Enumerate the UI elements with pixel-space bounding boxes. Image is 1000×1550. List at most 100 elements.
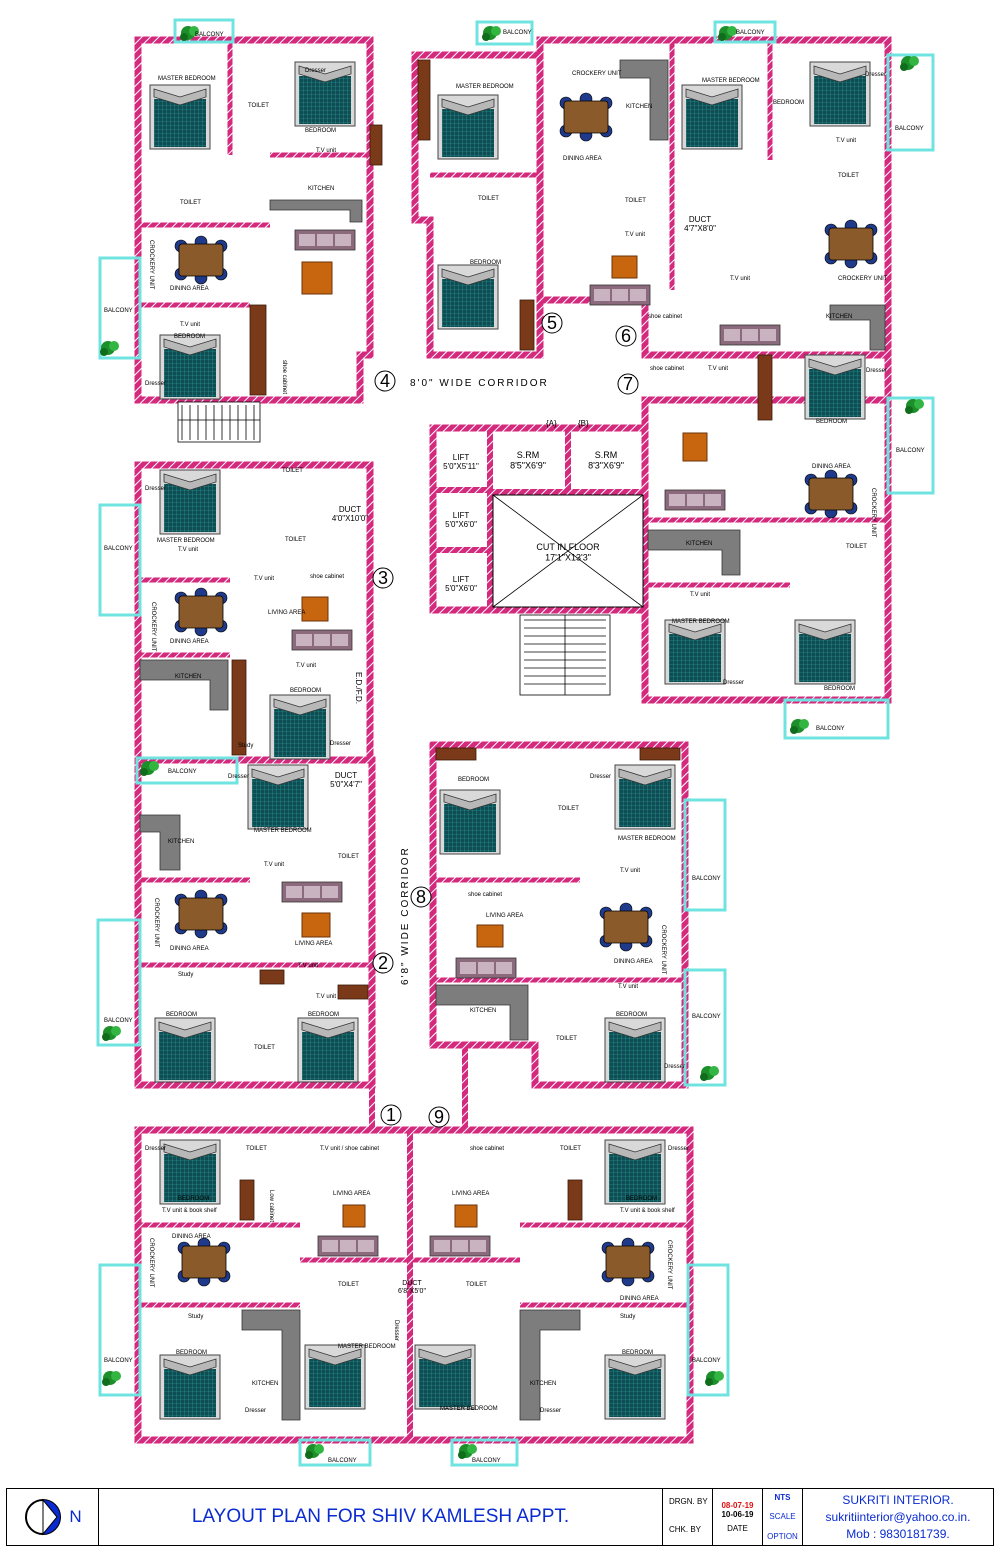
title-block: N LAYOUT PLAN FOR SHIV KAMLESH APPT. DRG…	[6, 1488, 994, 1546]
north-cell: N	[7, 1489, 99, 1545]
label-bedroom: BEDROOM	[178, 1196, 209, 1202]
label-toilet: TOILET	[180, 200, 201, 206]
label-tv-unit: T.V unit	[296, 663, 316, 669]
drgn-by-label: DRGN. BY	[669, 1497, 708, 1506]
label-kitchen: KITCHEN	[826, 314, 852, 320]
svg-text:6: 6	[621, 326, 631, 346]
svg-text:9: 9	[434, 1107, 444, 1127]
label-master-bedroom: MASTER BEDROOM	[672, 619, 730, 625]
firm-cell: SUKRITI INTERIOR. sukritiinterior@yahoo.…	[803, 1489, 993, 1545]
label-crockery-unit: CROCKERY UNIT	[660, 925, 666, 975]
label-toilet: TOILET	[248, 103, 269, 109]
label-living-area: LIVING AREA	[295, 941, 332, 947]
label-tv-unit: T.V unit	[625, 232, 645, 238]
firm-email[interactable]: sukritiinterior@yahoo.co.in.	[825, 1510, 971, 1524]
label-shoe-cabinet: shoe cabinet	[650, 366, 684, 372]
label-toilet: TOILET	[560, 1146, 581, 1152]
label-tv-unit: T.V unit	[316, 994, 336, 1000]
label-balcony: BALCONY	[104, 308, 133, 314]
label-balcony: BALCONY	[895, 126, 924, 132]
svg-text:2: 2	[378, 953, 388, 973]
label-balcony: BALCONY	[503, 30, 532, 36]
label-dresser: Dresser	[245, 1408, 266, 1414]
label-kitchen: KITCHEN	[470, 1008, 496, 1014]
floor-plan: BALCONY MASTER BEDROOM BEDROOM TOILET Dr…	[96, 18, 935, 1467]
label-toilet: TOILET	[254, 1045, 275, 1051]
label-crockery-unit: CROCKERY UNIT	[666, 1240, 672, 1290]
label-balcony: BALCONY	[692, 1358, 721, 1364]
label-kitchen: KITCHEN	[252, 1381, 278, 1387]
coffee-tables	[301, 255, 708, 1228]
date-2: 10-06-19	[721, 1510, 754, 1519]
label-toilet: TOILET	[478, 196, 499, 202]
label-tv-unit: T.V unit	[298, 963, 318, 969]
tag-a: {A}	[546, 419, 557, 428]
drgn-cell: DRGN. BY CHK. BY	[663, 1489, 713, 1545]
label-living-area: LIVING AREA	[268, 610, 305, 616]
label-dresser: Dresser	[664, 1064, 685, 1070]
label-dresser: Dresser	[228, 774, 249, 780]
label-balcony: BALCONY	[104, 1018, 133, 1024]
label-dresser: Dresser	[865, 72, 886, 78]
label-shoe-cabinet: shoe cabinet	[470, 1146, 504, 1152]
label-bedroom: BEDROOM	[773, 100, 804, 106]
label-master-bedroom: MASTER BEDROOM	[254, 828, 312, 834]
date-1: 08-07-19	[721, 1501, 754, 1510]
label-bedroom: BEDROOM	[816, 419, 847, 425]
stairs	[177, 401, 611, 696]
label-tv-unit: T.V unit	[316, 148, 336, 154]
label-toilet: TOILET	[558, 806, 579, 812]
label-master-bedroom: MASTER BEDROOM	[618, 836, 676, 842]
north-label: N	[69, 1507, 82, 1526]
walls	[134, 36, 892, 1444]
label-master-bedroom: MASTER BEDROOM	[702, 78, 760, 84]
label-dresser: Dresser	[145, 1146, 166, 1152]
label-balcony: BALCONY	[168, 769, 197, 775]
label-shoe-cabinet: shoe cabinet	[648, 314, 682, 320]
date-label: DATE	[727, 1524, 748, 1533]
label-kitchen: KITCHEN	[168, 839, 194, 845]
label-tv-unit: T.V unit	[836, 138, 856, 144]
label-toilet: TOILET	[338, 854, 359, 860]
label-tv-unit: T.V unit	[708, 366, 728, 372]
label-balcony: BALCONY	[195, 32, 224, 38]
label-dresser: Dresser	[540, 1408, 561, 1414]
flat-number-7: 7	[617, 373, 639, 395]
label-toilet: TOILET	[282, 468, 303, 474]
label-crockery-unit: CROCKERY UNIT	[870, 488, 876, 538]
label-crockery-unit: CROCKERY UNIT	[148, 1238, 154, 1288]
label-dining-area: DINING AREA	[172, 1234, 211, 1240]
flat-number-6: 6	[615, 325, 637, 347]
label-crockery-unit: CROCKERY UNIT	[572, 71, 622, 77]
label-toilet: TOILET	[838, 173, 859, 179]
label-master-bedroom: MASTER BEDROOM	[158, 76, 216, 82]
svg-text:4: 4	[380, 371, 390, 391]
option-label: OPTION	[767, 1532, 798, 1541]
flat-number-3: 3	[372, 567, 394, 589]
svg-text:5: 5	[547, 313, 557, 333]
label-dining-area: DINING AREA	[170, 639, 209, 645]
wardrobes	[231, 59, 773, 1221]
label-dining-area: DINING AREA	[620, 1296, 659, 1302]
label-tv-unit-shoe-cabinet: T.V unit / shoe cabinet	[320, 1146, 379, 1152]
label-tv-unit: T.V unit	[730, 276, 750, 282]
flat-number-5: 5	[541, 312, 563, 334]
label-bedroom: BEDROOM	[290, 688, 321, 694]
label-living-area: LIVING AREA	[486, 913, 523, 919]
label-bedroom: BEDROOM	[470, 260, 501, 266]
svg-text:8: 8	[416, 887, 426, 907]
label-master-bedroom: MASTER BEDROOM	[338, 1344, 396, 1350]
label-tv-unit: T.V unit	[690, 592, 710, 598]
label-study: Study	[178, 972, 193, 978]
label-bedroom: BEDROOM	[305, 128, 336, 134]
label-dresser: Dresser	[305, 68, 326, 74]
label-balcony: BALCONY	[896, 448, 925, 454]
label-balcony: BALCONY	[104, 1358, 133, 1364]
label-bedroom: BEDROOM	[824, 686, 855, 692]
label-dining-area: DINING AREA	[563, 156, 602, 162]
label-toilet: TOILET	[246, 1146, 267, 1152]
label-balcony: BALCONY	[472, 1458, 501, 1464]
